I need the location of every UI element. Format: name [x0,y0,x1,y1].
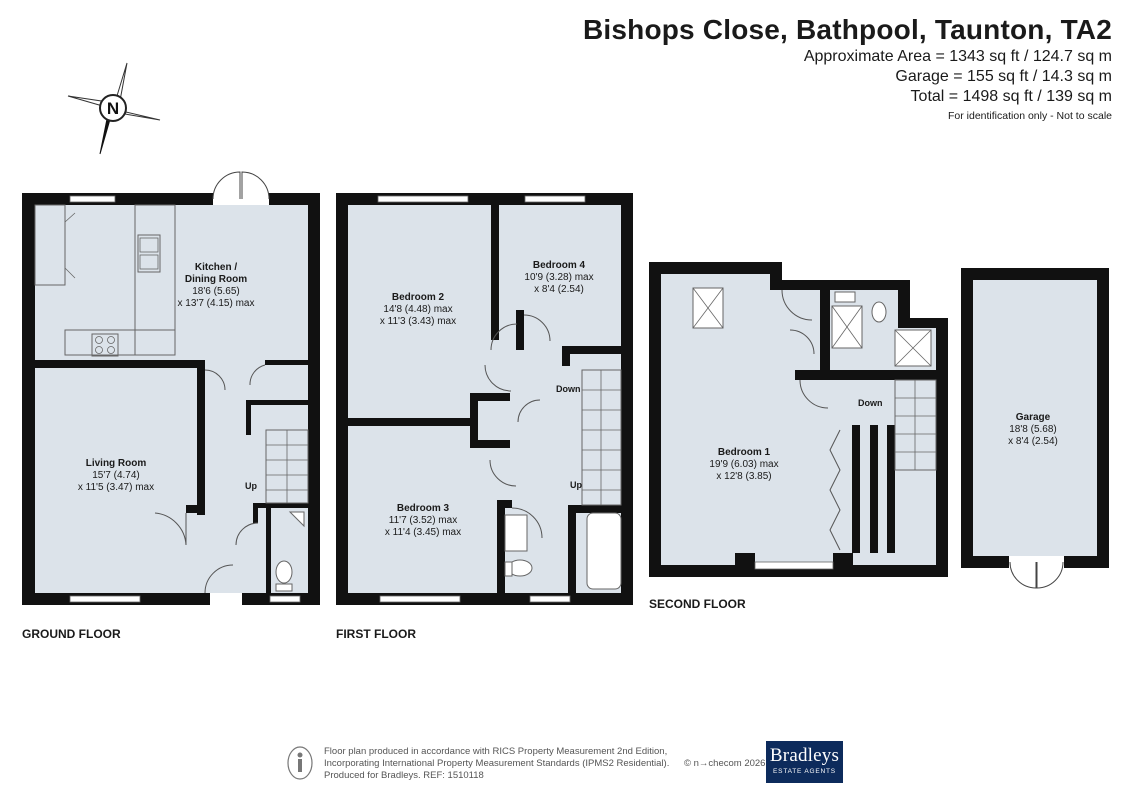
ground-floor-plan [22,171,320,605]
first-floor-plan [336,193,633,605]
stairs-up-label: Up [245,481,257,491]
brand-subtitle: ESTATE AGENTS [773,768,836,775]
room-dimension: 15'7 (4.74) [92,470,140,481]
bradleys-logo: Bradleys ESTATE AGENTS [766,741,843,783]
room-name: Bedroom 2 [391,292,445,303]
room-label-bedroom-1: Bedroom 1 19'9 (6.03) max x 12'8 (3.85) [709,447,778,483]
room-dimension: 18'6 (5.65) [192,286,240,297]
compass-letter: N [107,99,119,118]
room-dimension: 14'8 (4.48) max [383,304,453,315]
room-name: Bedroom 3 [396,503,450,514]
room-dimension: 10'9 (3.28) max [524,272,594,283]
room-dimension: x 11'3 (3.43) max [379,316,457,327]
room-label-bedroom-3: Bedroom 3 11'7 (3.52) max x 11'4 (3.45) … [385,503,461,539]
room-name: Bedroom 4 [532,260,586,271]
stairs-down-label: Down [858,398,883,408]
room-name: Living Room [85,458,147,469]
room-dimension: 11'7 (3.52) max [388,515,458,526]
footer-line: Produced for Bradleys. REF: 1510118 [324,770,484,781]
first-floor-label: FIRST FLOOR [336,627,416,641]
garage-area: Garage = 155 sq ft / 14.3 sq m [895,68,1112,85]
room-dimension: x 12'8 (3.85) [716,471,772,482]
room-label-garage: Garage 18'8 (5.68) x 8'4 (2.54) [1008,412,1058,448]
room-dimension: 19'9 (6.03) max [709,459,779,470]
footer-disclaimer: Floor plan produced in accordance with R… [324,746,669,782]
room-name: Garage [1015,412,1051,423]
identification-note: For identification only - Not to scale [948,110,1112,122]
ground-floor-label: GROUND FLOOR [22,627,121,641]
second-floor-plan [649,262,948,577]
room-dimension: x 8'4 (2.54) [534,284,584,295]
total-area: Total = 1498 sq ft / 139 sq m [910,88,1112,105]
footer-line: Incorporating International Property Mea… [324,758,670,769]
room-label-bedroom-4: Bedroom 4 10'9 (3.28) max x 8'4 (2.54) [524,260,593,296]
stairs-down-label: Down [556,384,581,394]
copyright-text: © n→checom 2026. [684,758,769,769]
room-name: Bedroom 1 [717,447,771,458]
stairs-up-label: Up [570,480,582,490]
room-dimension: x 8'4 (2.54) [1008,436,1058,447]
garage-plan [961,268,1109,589]
approximate-area: Approximate Area = 1343 sq ft / 124.7 sq… [803,48,1112,65]
room-label-bedroom-2: Bedroom 2 14'8 (4.48) max x 11'3 (3.43) … [380,292,456,328]
room-dimension: x 11'5 (3.47) max [77,482,155,493]
room-dimension: x 11'4 (3.45) max [384,527,462,538]
room-name: Kitchen / [194,262,238,273]
room-label-kitchen: Kitchen / Dining Room 18'6 (5.65) x 13'7… [178,262,255,310]
property-title: Bishops Close, Bathpool, Taunton, TA2 [582,14,1112,45]
room-name: Dining Room [184,274,248,285]
compass-rose-icon: N [67,62,161,155]
footer-line: Floor plan produced in accordance with R… [324,746,668,757]
second-floor-label: SECOND FLOOR [649,597,746,611]
room-dimension: 18'8 (5.68) [1009,424,1057,435]
room-label-living-room: Living Room 15'7 (4.74) x 11'5 (3.47) ma… [78,458,154,494]
ipms-person-icon [287,746,313,780]
brand-name: Bradleys [769,745,840,766]
room-dimension: x 13'7 (4.15) max [177,298,255,309]
